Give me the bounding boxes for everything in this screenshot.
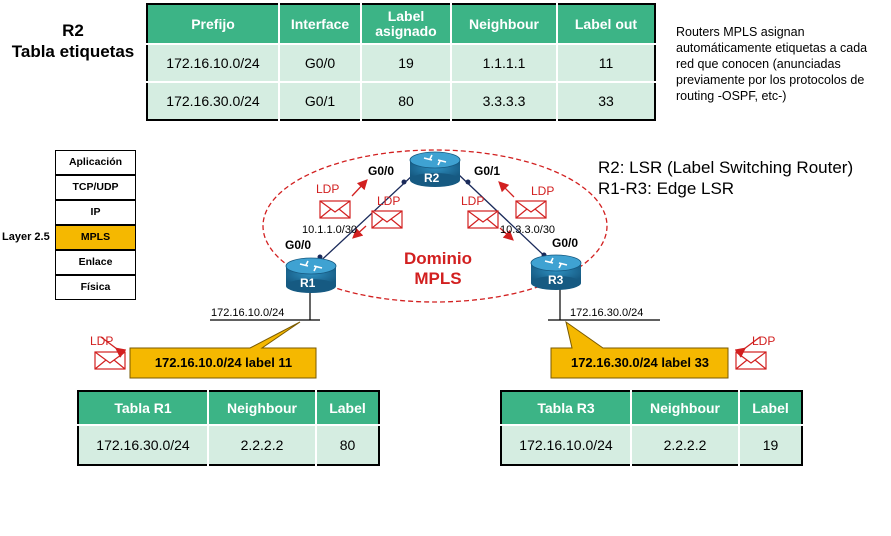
cell: 19 <box>361 43 452 82</box>
router-r1-label: R1 <box>300 276 316 290</box>
cell: 19 <box>739 424 802 465</box>
ldp-arrow <box>352 225 367 239</box>
mpls-domain-line1: Dominio <box>404 249 472 268</box>
ldp-arrow <box>100 336 127 358</box>
r3-interface: G0/0 <box>552 236 579 250</box>
ldp-label: LDP <box>752 334 776 348</box>
link-left-subnet: 10.1.1.0/30 <box>302 224 358 236</box>
router-r2-icon <box>409 151 461 187</box>
r3-label-table: Tabla R3 Neighbour Label 172.16.10.0/24 … <box>500 390 803 466</box>
layer-2-5-label: Layer 2.5 <box>2 231 50 243</box>
envelope-icon <box>371 210 403 229</box>
cell: 172.16.30.0/24 <box>78 424 209 465</box>
envelope-icon <box>735 351 767 370</box>
lan-r1-subnet: 172.16.10.0/24 <box>211 307 285 319</box>
router-r1-icon <box>285 257 337 293</box>
cell: 80 <box>361 81 452 120</box>
r2-header-prefijo: Prefijo <box>147 4 280 44</box>
r3-header-neighbour: Neighbour <box>631 391 740 425</box>
cell: G0/1 <box>279 81 362 120</box>
table-row: 172.16.10.0/24 G0/0 19 1.1.1.1 11 <box>147 43 655 82</box>
cell: 2.2.2.2 <box>631 424 740 465</box>
ldp-label: LDP <box>316 182 340 196</box>
lsr-info-line1: R2: LSR (Label Switching Router) <box>598 158 854 177</box>
table-row: 172.16.30.0/24 2.2.2.2 80 <box>78 424 379 465</box>
r1-interface: G0/0 <box>285 238 312 252</box>
router-r2-label: R2 <box>424 171 440 185</box>
callout-r1-shape <box>129 321 317 379</box>
link-r2-r3 <box>457 173 554 265</box>
router-r3-icon <box>530 254 582 290</box>
r2-header-label-out: Label out <box>557 4 655 44</box>
mpls-domain-label: Dominio MPLS <box>388 249 488 289</box>
r3-header-tabla: Tabla R3 <box>501 391 632 425</box>
callout-r1-text: 172.16.10.0/24 label 11 <box>154 355 293 370</box>
cell: 3.3.3.3 <box>451 81 558 120</box>
callout-r3-text: 172.16.30.0/24 label 33 <box>570 355 710 370</box>
lsr-info: R2: LSR (Label Switching Router) R1-R3: … <box>598 157 853 199</box>
port-dot <box>401 179 407 185</box>
ldp-arrow <box>734 336 761 358</box>
ldp-arrow <box>351 179 368 197</box>
mpls-note: Routers MPLS asignan automáticamente eti… <box>676 25 868 103</box>
ldp-label: LDP <box>90 334 114 348</box>
cell: 80 <box>316 424 379 465</box>
cell: 2.2.2.2 <box>208 424 317 465</box>
link-r1-r2 <box>312 173 415 269</box>
link-right-subnet: 10.3.3.0/30 <box>500 224 556 236</box>
cell: 1.1.1.1 <box>451 43 558 82</box>
layer-aplicacion: Aplicación <box>55 150 136 175</box>
r2-header-interface: Interface <box>279 4 362 44</box>
layer-ip: IP <box>55 200 136 225</box>
r1-header-label: Label <box>316 391 379 425</box>
ldp-label: LDP <box>377 194 401 208</box>
layer-mpls: MPLS <box>55 225 136 250</box>
cell: 172.16.10.0/24 <box>501 424 632 465</box>
r2-interface-left: G0/0 <box>368 164 395 178</box>
mpls-domain-ellipse <box>262 149 608 303</box>
lsr-info-line2: R1-R3: Edge LSR <box>598 179 735 198</box>
envelope-icon <box>467 210 499 229</box>
ldp-arrow <box>498 181 515 198</box>
r2-interface-right: G0/1 <box>474 164 501 178</box>
ldp-label: LDP <box>461 194 485 208</box>
envelope-icon <box>319 200 351 219</box>
cell: 172.16.10.0/24 <box>147 43 280 82</box>
lan-r3-subnet: 172.16.30.0/24 <box>570 307 644 319</box>
callout-r3-shape <box>550 320 729 379</box>
envelope-icon <box>94 351 126 370</box>
cell: 33 <box>557 81 655 120</box>
r2-label-table: Prefijo Interface Label asignado Neighbo… <box>146 3 656 121</box>
mpls-domain-line2: MPLS <box>414 269 462 288</box>
cell: G0/0 <box>279 43 362 82</box>
router-r3-label: R3 <box>548 273 564 287</box>
r1-header-tabla: Tabla R1 <box>78 391 209 425</box>
layer-enlace: Enlace <box>55 250 136 275</box>
envelope-icon <box>515 200 547 219</box>
layer-fisica: Física <box>55 275 136 300</box>
r2-header-label-asignado: Label asignado <box>361 4 452 44</box>
r1-label-table: Tabla R1 Neighbour Label 172.16.30.0/24 … <box>77 390 380 466</box>
table-row: 172.16.10.0/24 2.2.2.2 19 <box>501 424 802 465</box>
r2-title-line1: R2 <box>62 21 84 40</box>
layer-tcp-udp: TCP/UDP <box>55 175 136 200</box>
ldp-label: LDP <box>531 184 555 198</box>
port-dot <box>465 179 471 185</box>
cell: 172.16.30.0/24 <box>147 81 280 120</box>
table-row: 172.16.30.0/24 G0/1 80 3.3.3.3 33 <box>147 81 655 120</box>
r2-table-title: R2 Tabla etiquetas <box>4 20 142 62</box>
r3-header-label: Label <box>739 391 802 425</box>
r2-title-line2: Tabla etiquetas <box>11 42 135 61</box>
r1-header-neighbour: Neighbour <box>208 391 317 425</box>
cell: 11 <box>557 43 655 82</box>
ldp-arrow <box>499 227 514 241</box>
r2-header-neighbour: Neighbour <box>451 4 558 44</box>
